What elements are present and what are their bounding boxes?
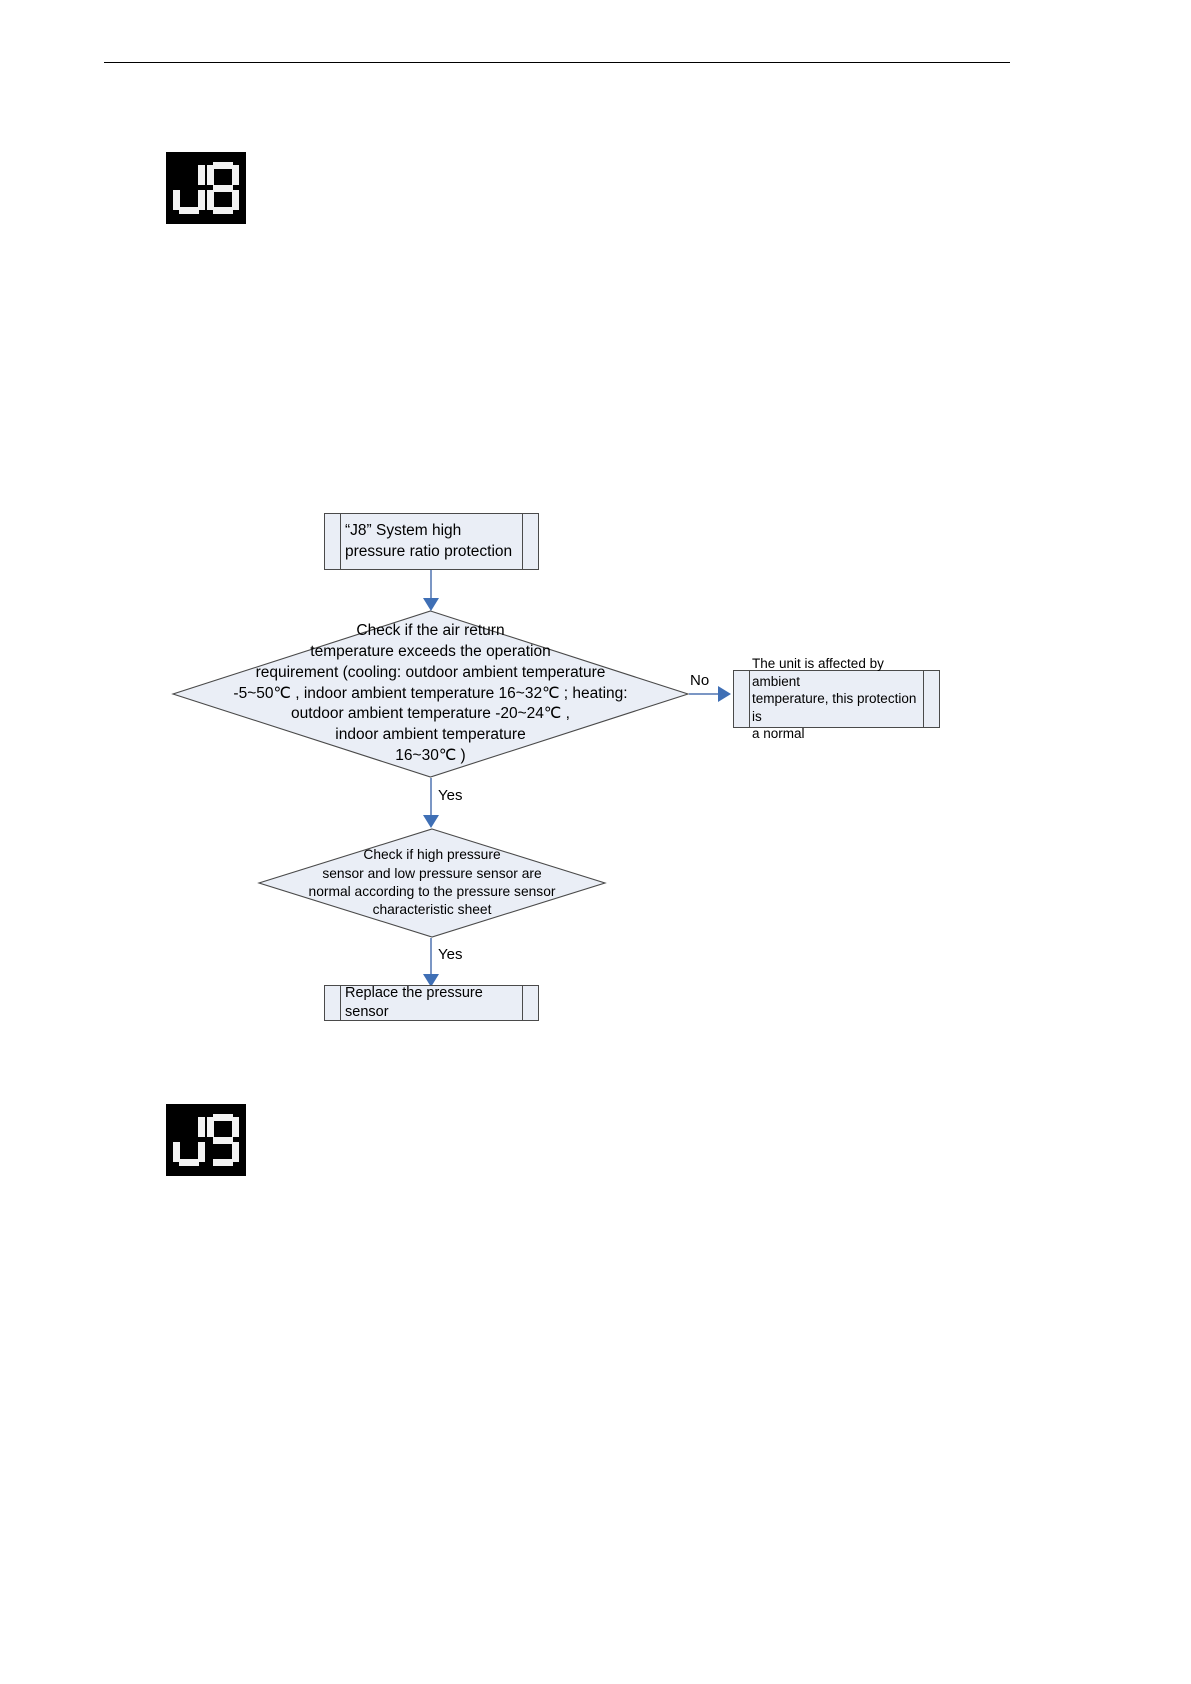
arrow-decision2-to-end	[423, 974, 439, 987]
flow-decision-2-text: Check if high pressure sensor and low pr…	[258, 828, 606, 938]
decision-1-line-2: temperature exceeds the operation	[310, 642, 551, 660]
no-result-line-3: a normal	[752, 726, 805, 742]
flow-start-line-1: “J8” System high	[345, 521, 462, 539]
decision-1-line-3: requirement (cooling: outdoor ambient te…	[255, 663, 606, 681]
decision-2-line-3: normal according to the pressure sensor	[308, 884, 556, 899]
flow-start-box-text: “J8” System high pressure ratio protecti…	[345, 514, 518, 569]
decision-2-line-4: characteristic sheet	[372, 902, 492, 918]
flow-no-result-box-text: The unit is affected by ambient temperat…	[752, 656, 921, 741]
led-digit-j	[172, 162, 206, 214]
header-rule	[104, 62, 1010, 63]
decision-1-line-5: outdoor ambient temperature -20~24℃ ,	[291, 705, 570, 723]
flow-start-box: “J8” System high pressure ratio protecti…	[324, 513, 539, 570]
box-divider-right	[923, 671, 924, 727]
arrow-start-to-decision1	[423, 598, 439, 611]
decision-1-shape	[171, 610, 690, 778]
no-result-line-1: The unit is affected by ambient	[752, 656, 884, 689]
arrow-decision1-to-no-box	[718, 686, 731, 702]
no-result-line-2: temperature, this protection is	[752, 691, 917, 724]
connector-decision1-to-no-box	[689, 693, 725, 695]
flow-decision-1: Check if the air return temperature exce…	[171, 610, 690, 778]
connector-start-to-decision1	[430, 570, 432, 603]
led-digit-9	[206, 1114, 240, 1166]
edge-label-yes-2: Yes	[438, 946, 463, 963]
decision-1-line-4: -5~50℃ , indoor ambient temperature 16~3…	[233, 684, 628, 702]
led-display-j8	[166, 152, 246, 224]
edge-label-no: No	[690, 672, 710, 689]
decision-2-line-1: Check if high pressure	[363, 847, 501, 863]
box-divider-left	[749, 671, 750, 727]
flow-decision-2: Check if high pressure sensor and low pr…	[257, 828, 607, 938]
flow-no-result-box: The unit is affected by ambient temperat…	[733, 656, 940, 741]
flow-decision-1-text: Check if the air return temperature exce…	[172, 610, 689, 778]
end-box-line-1: Replace the pressure sensor	[345, 984, 483, 1020]
connector-decision2-to-end	[430, 938, 432, 980]
arrow-decision1-to-decision2	[423, 815, 439, 828]
box-divider-right	[522, 986, 523, 1020]
decision-1-line-7: 16~30℃ )	[395, 747, 466, 765]
flow-start-line-2: pressure ratio protection	[345, 542, 513, 560]
decision-2-line-2: sensor and low pressure sensor are	[322, 865, 542, 881]
led-display-j9	[166, 1104, 246, 1176]
edge-label-yes-1: Yes	[438, 787, 463, 804]
decision-1-line-1: Check if the air return	[356, 621, 505, 639]
flow-end-box-text: Replace the pressure sensor	[345, 984, 518, 1020]
box-divider-left	[340, 514, 341, 569]
flow-end-box: Replace the pressure sensor	[324, 985, 539, 1021]
decision-1-line-6: indoor ambient temperature	[335, 726, 526, 744]
decision-2-shape	[257, 828, 607, 938]
box-divider-left	[340, 986, 341, 1020]
led-digit-8	[206, 162, 240, 214]
led-digit-j	[172, 1114, 206, 1166]
box-divider-right	[522, 514, 523, 569]
connector-decision1-to-decision2	[430, 778, 432, 820]
